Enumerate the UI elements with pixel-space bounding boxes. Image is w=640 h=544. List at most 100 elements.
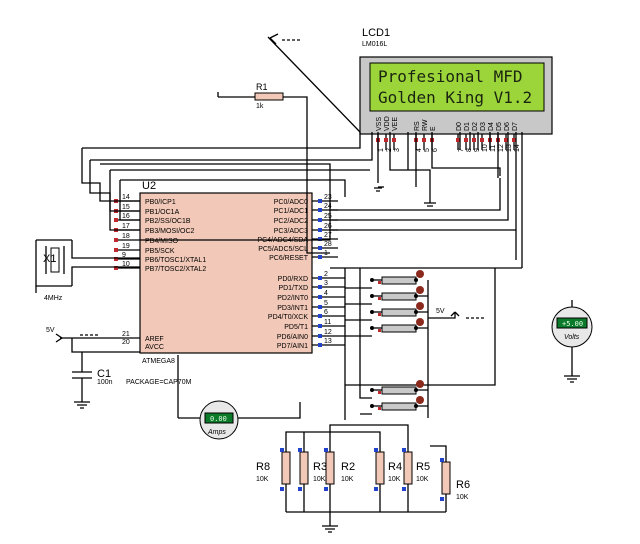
mcu-pin-number: 4 <box>324 290 328 297</box>
switch-cap[interactable] <box>416 396 424 404</box>
crystal-ref: X1 <box>43 253 56 265</box>
mcu-ref: U2 <box>142 180 156 192</box>
resistor-marker <box>298 448 302 452</box>
mcu-pin-name: PD2/INT0 <box>277 295 308 302</box>
mcu-pin-marker <box>318 276 322 280</box>
switch-marker <box>378 329 381 332</box>
mcu-pin-number: 27 <box>324 232 332 239</box>
lcd-pin-name: D2 <box>472 122 479 131</box>
mcu-pin-name: PD4/T0/XCK <box>268 314 308 321</box>
mcu-pin-marker <box>318 295 322 299</box>
lcd-pin-number: 10 <box>482 144 489 152</box>
voltmeter-reading: +5.00 <box>562 320 583 328</box>
ground-bottom <box>286 511 446 533</box>
lcd-pin-number: 14 <box>514 144 521 152</box>
switch-marker <box>378 391 381 394</box>
switch-terminal <box>370 278 374 282</box>
resistor-body[interactable] <box>375 451 385 485</box>
mcu-pin-marker <box>114 238 118 242</box>
cap-ref: C1 <box>97 368 111 380</box>
mcu-pin-number: 11 <box>324 319 331 326</box>
lcd-pin-number: 3 <box>394 148 401 152</box>
mcu-pin-name: AVCC <box>145 344 164 351</box>
switch-cap[interactable] <box>416 380 424 388</box>
resistor-marker <box>298 487 302 491</box>
switch-body[interactable] <box>381 324 417 333</box>
resistor-body[interactable] <box>403 451 413 485</box>
lcd-module[interactable]: Profesional MFD Golden King V1.2 <box>359 56 553 135</box>
mcu-pin-name: PB2/SS/OC1B <box>145 218 191 225</box>
switch-array[interactable] <box>344 268 429 420</box>
switch-cap[interactable] <box>416 302 424 310</box>
mcu-pin-number: 13 <box>324 338 332 345</box>
crystal[interactable] <box>45 246 65 274</box>
mcu-pin-marker <box>318 305 322 309</box>
mcu-pin-marker <box>114 248 118 252</box>
mcu-pin-number: 15 <box>122 204 130 211</box>
mcu-pin-marker <box>114 257 118 261</box>
mcu-pin-marker <box>318 285 322 289</box>
resistor-value: 10K <box>388 476 401 483</box>
switch-terminal <box>414 278 418 282</box>
resistor-value: 10K <box>341 476 354 483</box>
resistor-body[interactable] <box>281 451 291 485</box>
cap-value: 100n <box>97 379 113 386</box>
mcu-pin-name: PD0/RXD <box>278 276 308 283</box>
r1-body[interactable] <box>254 92 284 101</box>
switch-cap[interactable] <box>416 318 424 326</box>
mcu-body[interactable] <box>139 192 313 354</box>
mcu-pin-name: PB5/SCK <box>145 248 175 255</box>
lcd-pin-number: 6 <box>432 148 439 152</box>
lcd-pin-marker <box>384 138 388 142</box>
voltmeter[interactable]: +5.00 Volts <box>551 306 593 348</box>
lcd-pin-marker <box>480 138 484 142</box>
mcu-pin-marker <box>318 237 322 241</box>
switch-terminal <box>370 404 374 408</box>
mcu-pin-name: PC5/ADC5/SCL <box>258 246 308 253</box>
mcu-pin-name: PC3/ADC3 <box>274 228 308 235</box>
resistor-body[interactable] <box>441 461 451 495</box>
mcu-pin-number: 12 <box>324 329 332 336</box>
resistor-marker <box>402 487 406 491</box>
mcu-pin-name: PD3/INT1 <box>277 305 308 312</box>
switch-cap[interactable] <box>416 286 424 294</box>
lcd-ref: LCD1 <box>362 27 390 39</box>
mcu-pin-marker <box>318 255 322 259</box>
resistor-marker <box>402 448 406 452</box>
resistor-body[interactable] <box>299 451 309 485</box>
r1-ref: R1 <box>256 82 268 92</box>
mcu-pin-number: 6 <box>324 309 328 316</box>
ammeter[interactable]: 0.00 Amps <box>199 400 239 440</box>
switch-body[interactable] <box>381 386 417 395</box>
switch-marker <box>378 407 381 410</box>
resistor-marker <box>280 448 284 452</box>
switch-cap[interactable] <box>416 270 424 278</box>
lcd-pin-number: 7 <box>458 148 465 152</box>
mcu-pin-marker <box>318 246 322 250</box>
capacitor-c1[interactable] <box>72 352 92 402</box>
resistor-ref: R3 <box>313 461 327 473</box>
switch-body[interactable] <box>381 402 417 411</box>
switch-terminal <box>370 326 374 330</box>
resistor-ref: R5 <box>416 461 430 473</box>
switch-body[interactable] <box>381 308 417 317</box>
switch-body[interactable] <box>381 292 417 301</box>
mcu-pin-name: PD5/T1 <box>284 324 308 331</box>
lcd-pin-marker <box>422 138 426 142</box>
resistor-value: 10K <box>313 476 326 483</box>
lcd-pin-marker <box>512 138 516 142</box>
mcu-pin-number: 17 <box>122 223 130 230</box>
resistor-body[interactable] <box>325 451 335 485</box>
switch-wiring <box>344 268 429 420</box>
mcu-pin-name: PB3/MOSI/OC2 <box>145 228 195 235</box>
resistor-marker <box>440 458 444 462</box>
switch-body[interactable] <box>381 276 417 285</box>
lcd-pin-name: RW <box>422 119 429 131</box>
mcu-pin-name: PC0/ADC0 <box>274 199 308 206</box>
switch-terminal <box>370 310 374 314</box>
lcd-pin-marker <box>504 138 508 142</box>
resistor-value: 10K <box>456 494 469 501</box>
lcd-pin-name: VEE <box>392 117 399 131</box>
